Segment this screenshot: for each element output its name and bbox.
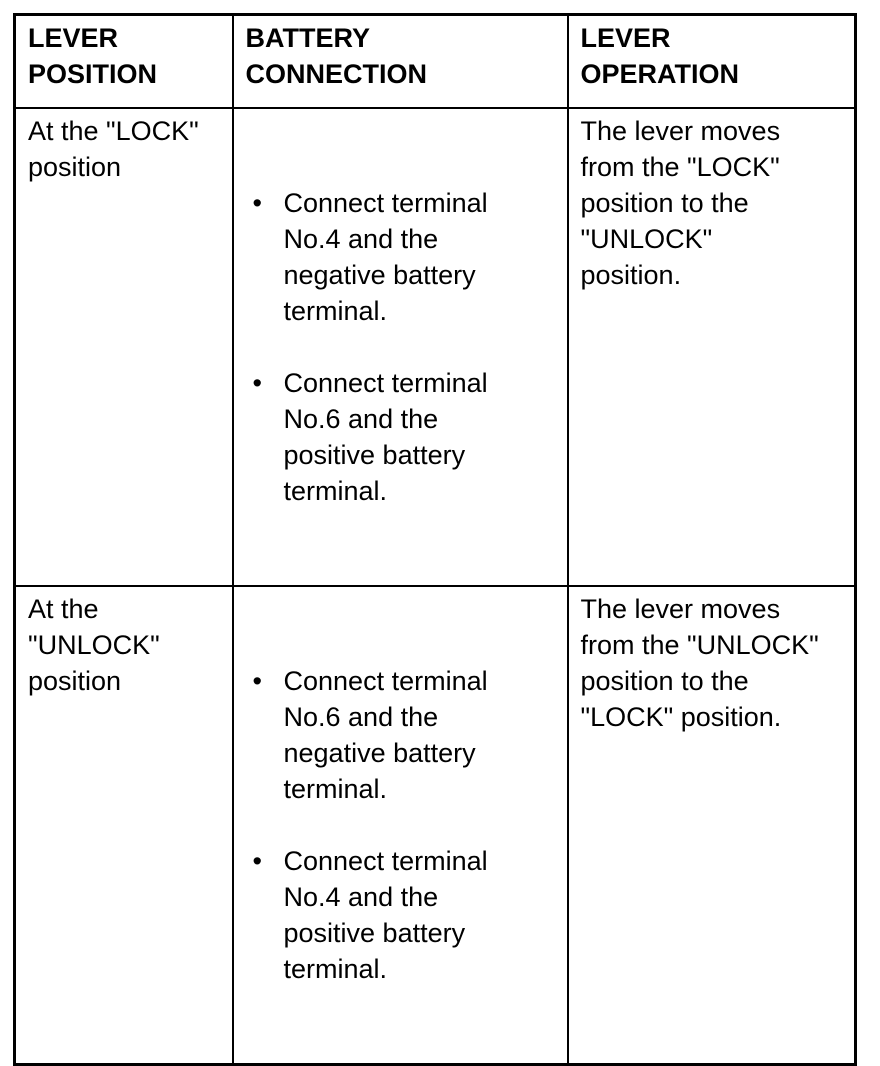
bullet-icon: • (252, 188, 262, 218)
cell-lever-operation: The lever moves from the "UNLOCK" positi… (566, 585, 857, 1066)
lever-operation-spec-table: LEVER POSITION BATTERY CONNECTION LEVER … (13, 13, 857, 1066)
table-row: At the "LOCK" position • Connect termina… (13, 107, 857, 587)
list-item-text: Connect terminal No.4 and the negative b… (283, 188, 488, 326)
list-item-text: Connect terminal No.6 and the negative b… (283, 666, 488, 804)
bullet-icon: • (252, 666, 262, 696)
column-header-lever-operation: LEVER OPERATION (566, 13, 857, 109)
battery-connection-list: • Connect terminal No.4 and the negative… (246, 149, 557, 545)
list-item: • Connect terminal No.6 and the positive… (246, 365, 557, 509)
cell-lever-operation: The lever moves from the "LOCK" position… (566, 107, 857, 587)
cell-battery-connection: • Connect terminal No.6 and the negative… (231, 585, 569, 1066)
column-header-lever-position: LEVER POSITION (13, 13, 234, 109)
table-header-row: LEVER POSITION BATTERY CONNECTION LEVER … (13, 13, 857, 109)
battery-connection-list: • Connect terminal No.6 and the negative… (246, 627, 557, 1023)
list-item: • Connect terminal No.4 and the negative… (246, 185, 557, 329)
cell-battery-connection: • Connect terminal No.4 and the negative… (231, 107, 569, 587)
column-header-battery-connection: BATTERY CONNECTION (231, 13, 569, 109)
table-row: At the "UNLOCK" position • Connect termi… (13, 585, 857, 1066)
bullet-icon: • (252, 368, 262, 398)
list-item-text: Connect terminal No.4 and the positive b… (283, 846, 488, 984)
cell-lever-position: At the "UNLOCK" position (13, 585, 234, 1066)
page: LEVER POSITION BATTERY CONNECTION LEVER … (13, 13, 857, 1066)
list-item-text: Connect terminal No.6 and the positive b… (283, 368, 488, 506)
list-item: • Connect terminal No.4 and the positive… (246, 843, 557, 987)
cell-lever-position: At the "LOCK" position (13, 107, 234, 587)
list-item: • Connect terminal No.6 and the negative… (246, 663, 557, 807)
bullet-icon: • (252, 846, 262, 876)
